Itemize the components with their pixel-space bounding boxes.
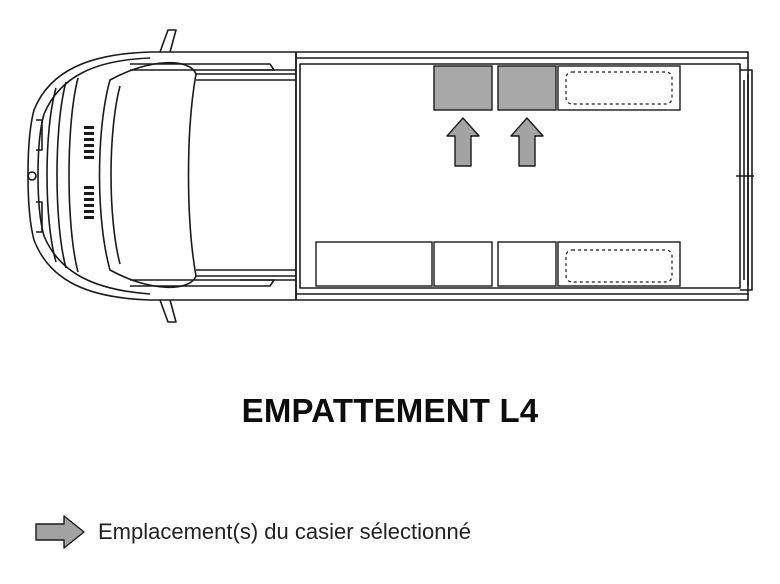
slot-bottom-3 — [497, 241, 557, 287]
legend: Emplacement(s) du casier sélectionné — [34, 514, 471, 550]
up-arrow-icon — [510, 117, 544, 167]
slot-top-1-selected — [433, 65, 493, 111]
diagram-title: EMPATTEMENT L4 — [241, 392, 539, 429]
slot-bottom-4 — [557, 241, 681, 287]
windshield — [98, 61, 197, 289]
legend-label: Emplacement(s) du casier sélectionné — [98, 519, 471, 544]
mirror-top — [159, 29, 177, 53]
van-cab-outline — [27, 51, 296, 301]
slot-top-3 — [557, 65, 681, 111]
slot-bottom-1 — [315, 241, 433, 287]
slot-bottom-2 — [433, 241, 493, 287]
mirror-bottom — [159, 299, 177, 323]
up-arrow-icon — [446, 117, 480, 167]
van-top-view-diagram — [27, 29, 754, 323]
gray-arrow-icon — [35, 515, 85, 549]
slot-top-2-selected — [497, 65, 557, 111]
